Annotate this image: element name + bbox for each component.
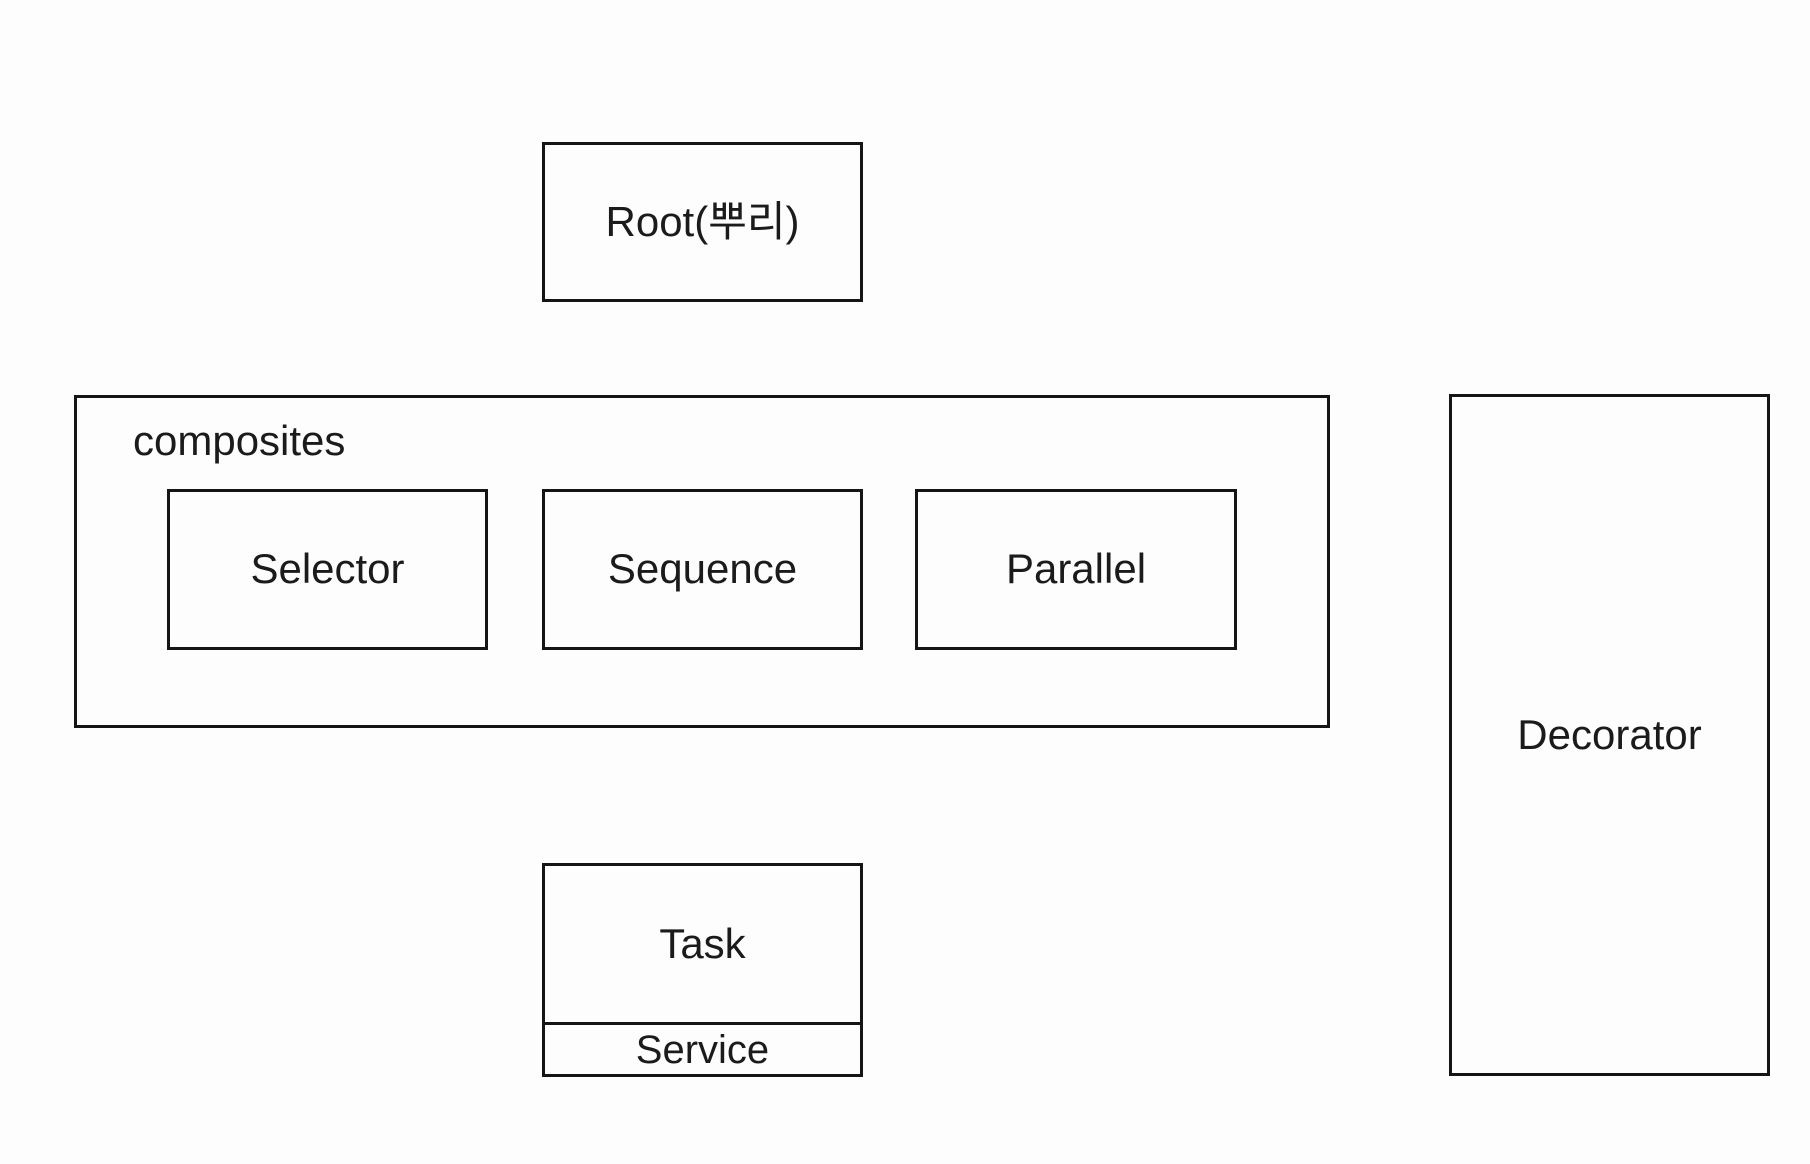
node-root-label: Root(뿌리) bbox=[605, 197, 800, 245]
node-task-service-section: Service bbox=[545, 1022, 860, 1074]
node-decorator-label: Decorator bbox=[1517, 710, 1702, 758]
node-sequence: Sequence bbox=[542, 489, 863, 650]
node-task: Task Service bbox=[542, 863, 863, 1077]
node-sequence-label: Sequence bbox=[607, 545, 798, 593]
composites-group-label: composites bbox=[133, 417, 346, 464]
node-parallel-label: Parallel bbox=[1005, 545, 1147, 593]
node-task-service-label: Service bbox=[635, 1027, 770, 1072]
node-selector: Selector bbox=[167, 489, 488, 650]
node-task-label: Task bbox=[659, 919, 746, 967]
node-root: Root(뿌리) bbox=[542, 142, 863, 302]
node-parallel: Parallel bbox=[915, 489, 1237, 650]
composites-group: composites Selector Sequence Parallel bbox=[74, 395, 1330, 728]
node-decorator: Decorator bbox=[1449, 394, 1770, 1076]
node-selector-label: Selector bbox=[250, 545, 405, 593]
node-task-main-section: Task bbox=[545, 866, 860, 1022]
